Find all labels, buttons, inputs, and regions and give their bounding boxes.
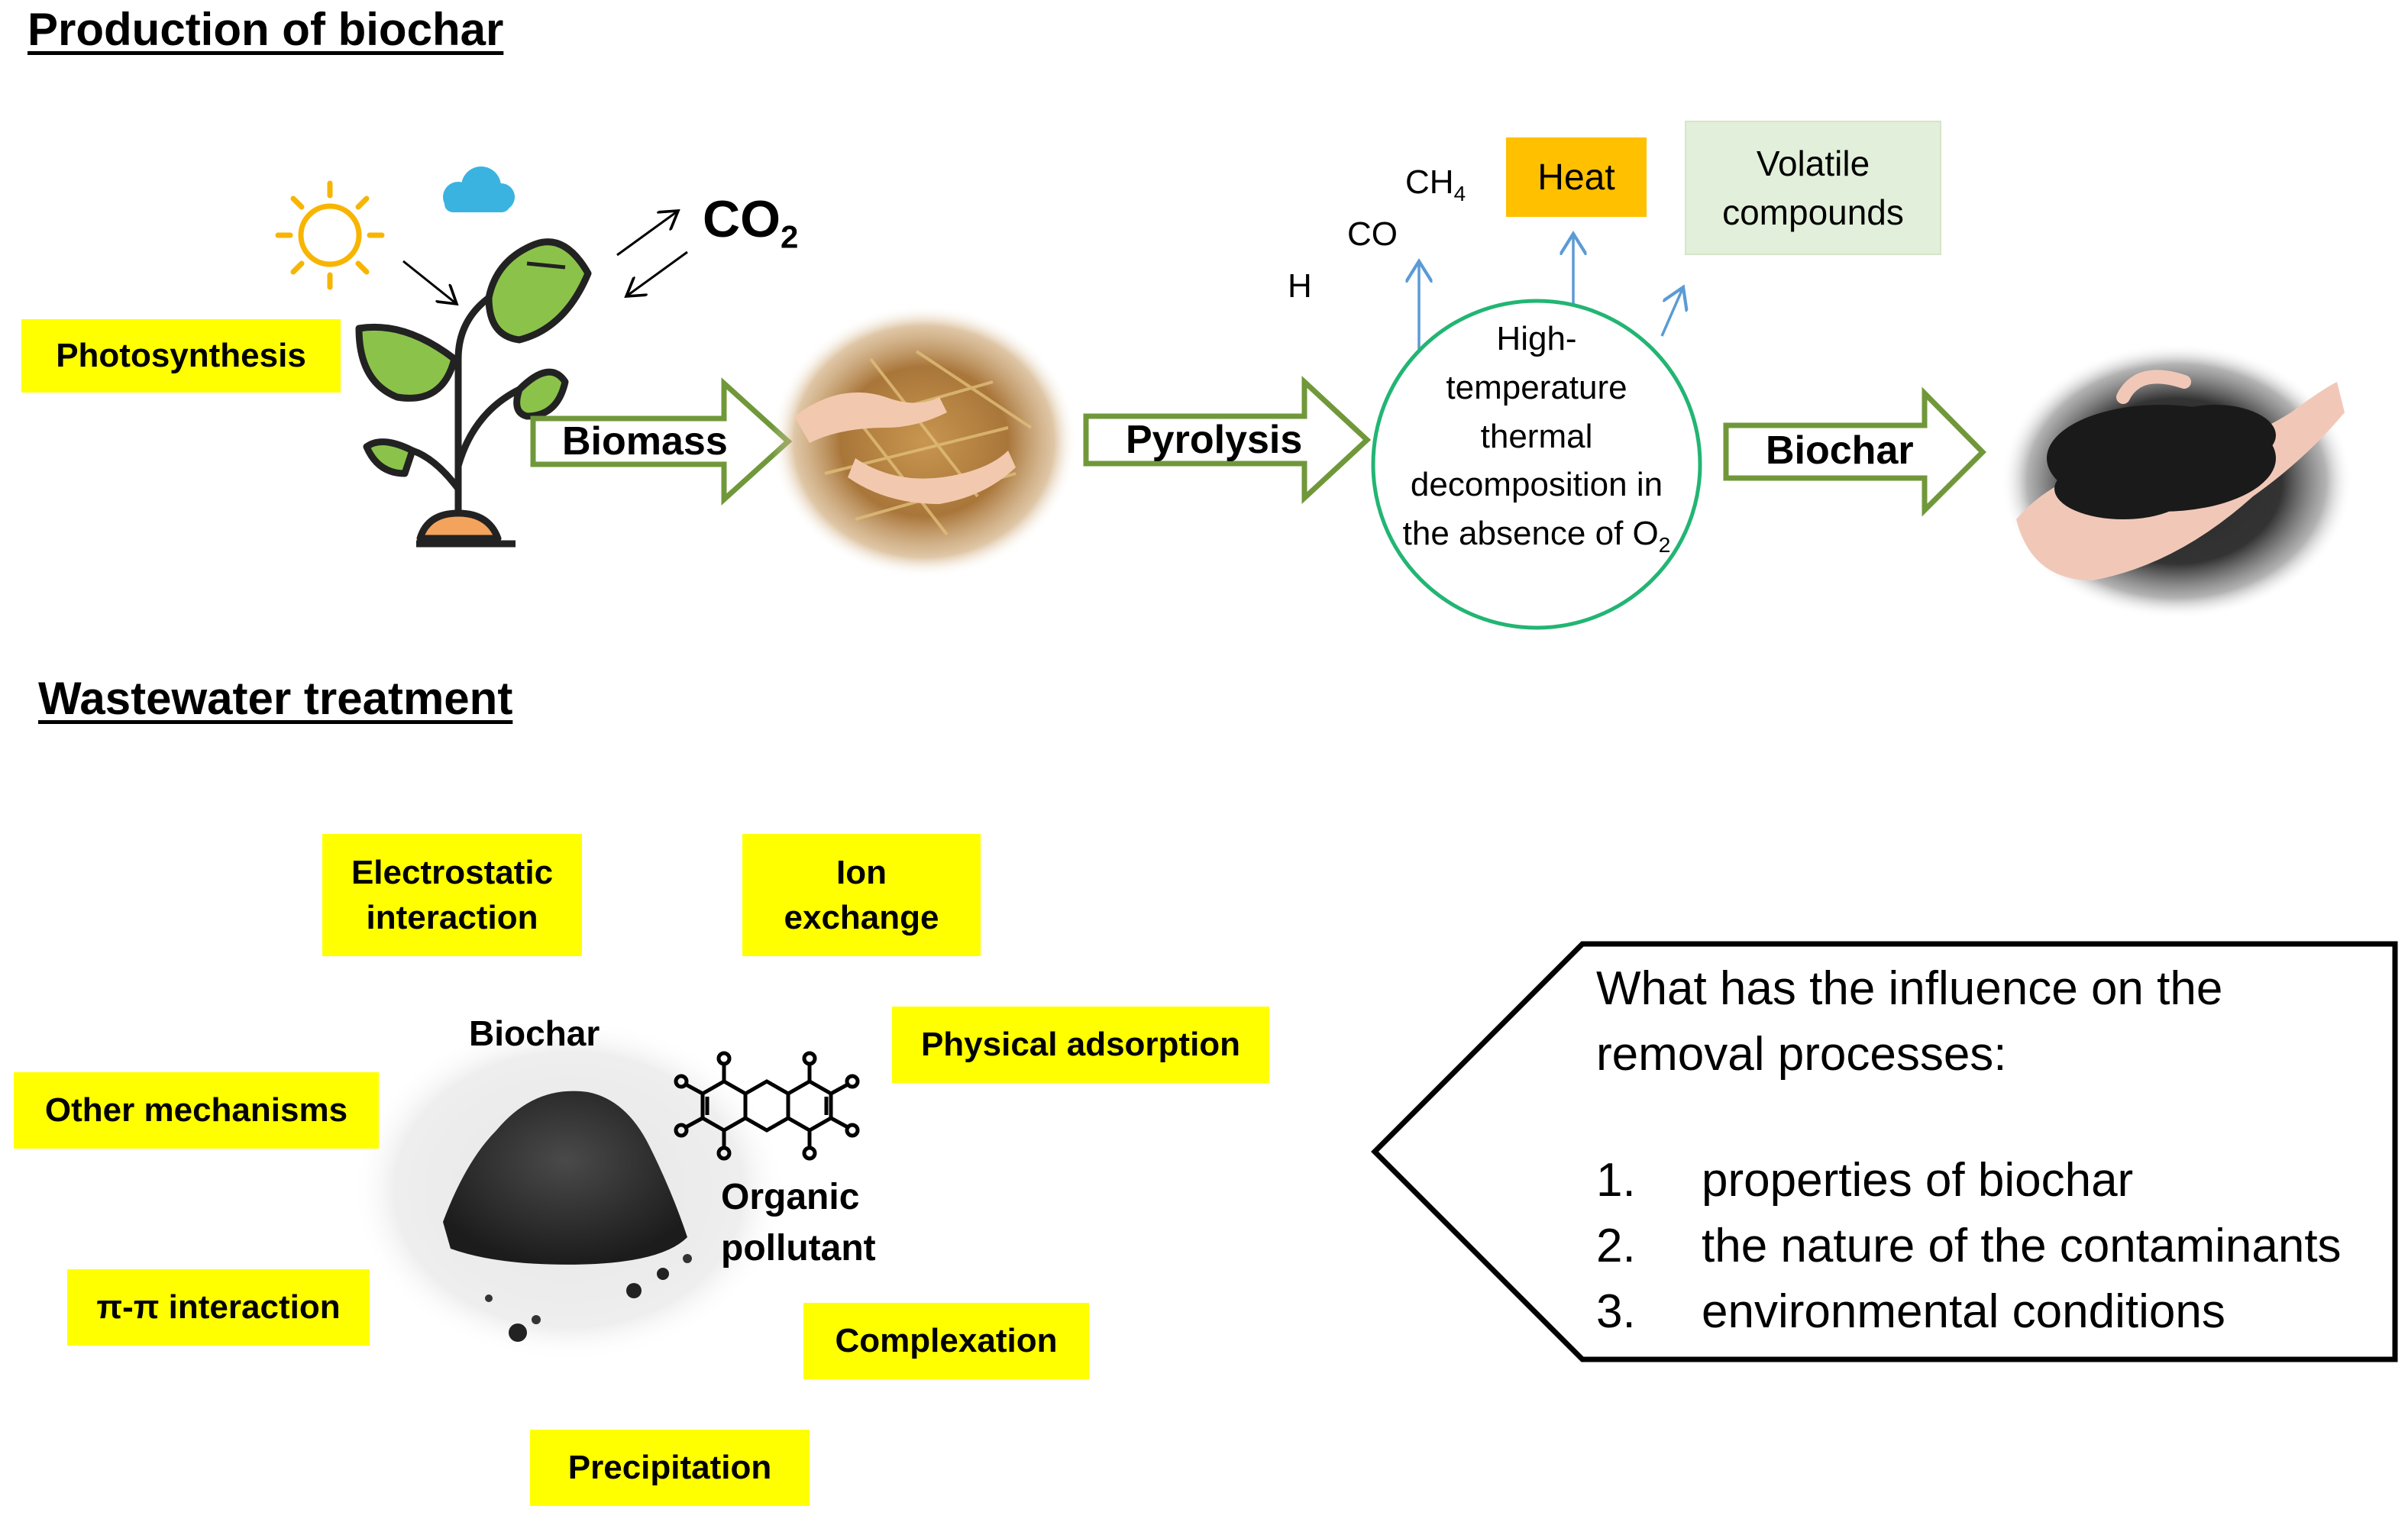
plant-icon bbox=[355, 238, 592, 548]
physical-adsorption-label: Physical adsorption bbox=[892, 1007, 1269, 1083]
biomass-photo bbox=[771, 305, 1077, 577]
wastewater-heading: Wastewater treatment bbox=[38, 673, 513, 724]
photosynthesis-label: Photosynthesis bbox=[21, 319, 341, 393]
co2-label: CO2 bbox=[703, 190, 799, 255]
heat-box: Heat bbox=[1506, 137, 1647, 217]
co2-in-arrow bbox=[626, 250, 688, 296]
pi-pi-interaction-label: π-π interaction bbox=[67, 1269, 370, 1346]
other-mechanisms-label: Other mechanisms bbox=[14, 1072, 379, 1149]
production-heading: Production of biochar bbox=[27, 4, 504, 55]
biochar-arrow-label: Biochar bbox=[1766, 428, 1914, 473]
volatile-compounds-box: Volatile compounds bbox=[1685, 121, 1941, 255]
methane-label: CH4 bbox=[1405, 163, 1466, 205]
influence-item-3: 3. environmental conditions bbox=[1596, 1285, 2225, 1338]
organic-pollutant-label: Organic pollutant bbox=[721, 1177, 876, 1269]
co2-out-arrow bbox=[616, 211, 678, 257]
sun-icon bbox=[275, 180, 385, 290]
decomposition-circle bbox=[1371, 299, 1702, 630]
decomposition-text: High- temperature thermal decomposition … bbox=[1402, 320, 1671, 557]
ion-exchange-label: Ion exchange bbox=[742, 834, 981, 956]
influence-title: What has the influence on the removal pr… bbox=[1596, 962, 2223, 1081]
biomass-arrow bbox=[530, 377, 793, 506]
biochar-center-label: Biochar bbox=[469, 1013, 600, 1053]
pyrolysis-label: Pyrolysis bbox=[1126, 418, 1303, 462]
electrostatic-interaction-label: Electrostatic interaction bbox=[322, 834, 582, 956]
carbon-monoxide-label: CO bbox=[1347, 215, 1398, 253]
influence-panel-shape bbox=[1371, 941, 2398, 1362]
precipitation-label: Precipitation bbox=[530, 1430, 810, 1506]
pyrolysis-arrow bbox=[1083, 375, 1372, 505]
hydrogen-label: H bbox=[1288, 267, 1312, 305]
complexation-label: Complexation bbox=[803, 1303, 1089, 1379]
biochar-powder-icon bbox=[351, 1018, 787, 1362]
biochar-arrow bbox=[1723, 386, 1986, 517]
up-arrow-volatile bbox=[1660, 287, 1683, 337]
molecule-icon bbox=[674, 1051, 860, 1161]
cloud-icon bbox=[443, 166, 515, 212]
biochar-photo bbox=[2001, 344, 2352, 619]
sun-to-plant-arrow bbox=[402, 260, 457, 304]
biomass-label: Biomass bbox=[562, 419, 728, 464]
influence-item-1: 1. properties of biochar bbox=[1596, 1154, 2134, 1207]
influence-item-2: 2. the nature of the contaminants bbox=[1596, 1220, 2342, 1272]
